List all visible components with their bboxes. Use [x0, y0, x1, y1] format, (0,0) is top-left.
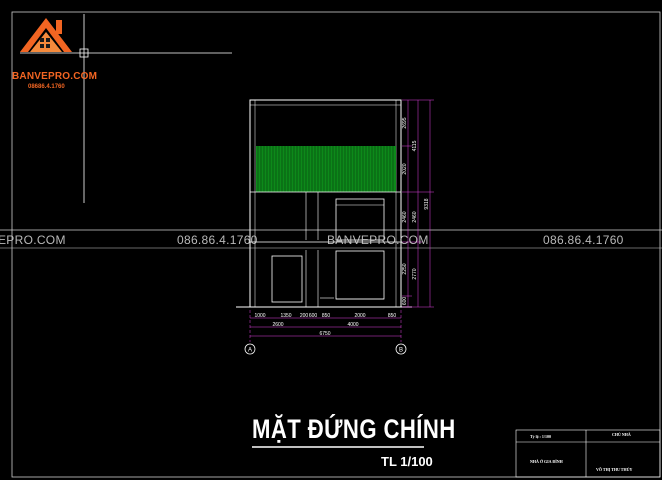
title-block-owner-name: VÕ THỊ THU THỦY	[596, 467, 633, 472]
title-block	[515, 429, 661, 478]
watermark-phone: 086.86.4.1760	[177, 233, 258, 247]
horizontal-dimensions	[250, 317, 401, 337]
vertical-dim-label: 2460	[412, 211, 418, 222]
front-elevation	[236, 99, 412, 342]
watermark-phone-right: 086.86.4.1760	[543, 233, 624, 247]
horizontal-dim-label: 200	[300, 313, 309, 319]
vertical-dim-label: 2770	[412, 268, 418, 279]
svg-text:A: A	[248, 348, 252, 354]
logo-phone-text: 08686.4.1760	[28, 84, 65, 90]
vertical-dim-label: 600	[402, 297, 408, 306]
watermark-brand: BANVEPRO.COM	[327, 233, 429, 247]
horizontal-dim-label: 2000	[354, 313, 365, 319]
horizontal-dim-label: 1350	[280, 313, 291, 319]
vertical-dimensions	[402, 99, 434, 308]
horizontal-dim-label: 1000	[254, 313, 265, 319]
drawing-frame	[11, 11, 661, 478]
vertical-dim-label: 2460	[402, 211, 408, 222]
vertical-dim-label: 4115	[412, 140, 418, 151]
horizontal-dim-total: 6750	[319, 331, 330, 337]
vertical-dim-label: 2020	[402, 163, 408, 174]
crosshair-cursor	[20, 14, 232, 203]
horizontal-dim-label: 4000	[347, 322, 358, 328]
title-block-owner-label: CHỦ NHÀ	[612, 432, 631, 437]
drawing-scale: TL 1/100	[381, 454, 433, 469]
vertical-dim-label: 2250	[402, 263, 408, 274]
watermark-text: EPRO.COM	[0, 233, 66, 247]
logo-brand-text: BANVEPRO.COM	[12, 71, 98, 82]
horizontal-dim-label: 850	[388, 313, 397, 319]
green-cladding	[256, 146, 396, 192]
vertical-dim-total: 9318	[424, 198, 430, 209]
axis-bubble-b: B	[395, 343, 407, 355]
title-block-scale: Tỷ lệ : 1/100	[530, 434, 551, 439]
axis-bubble-a: A	[244, 343, 256, 355]
svg-text:B: B	[399, 348, 403, 354]
drawing-title: MẶT ĐỨNG CHÍNH	[252, 414, 456, 444]
horizontal-dim-label: 850	[322, 313, 331, 319]
title-block-project: NHÀ Ở GIA ĐÌNH	[530, 459, 563, 464]
banvepro-logo-icon	[20, 18, 72, 52]
horizontal-dim-label: 2600	[272, 322, 283, 328]
horizontal-dim-label: 600	[309, 313, 318, 319]
vertical-dim-label: 2695	[402, 117, 408, 128]
